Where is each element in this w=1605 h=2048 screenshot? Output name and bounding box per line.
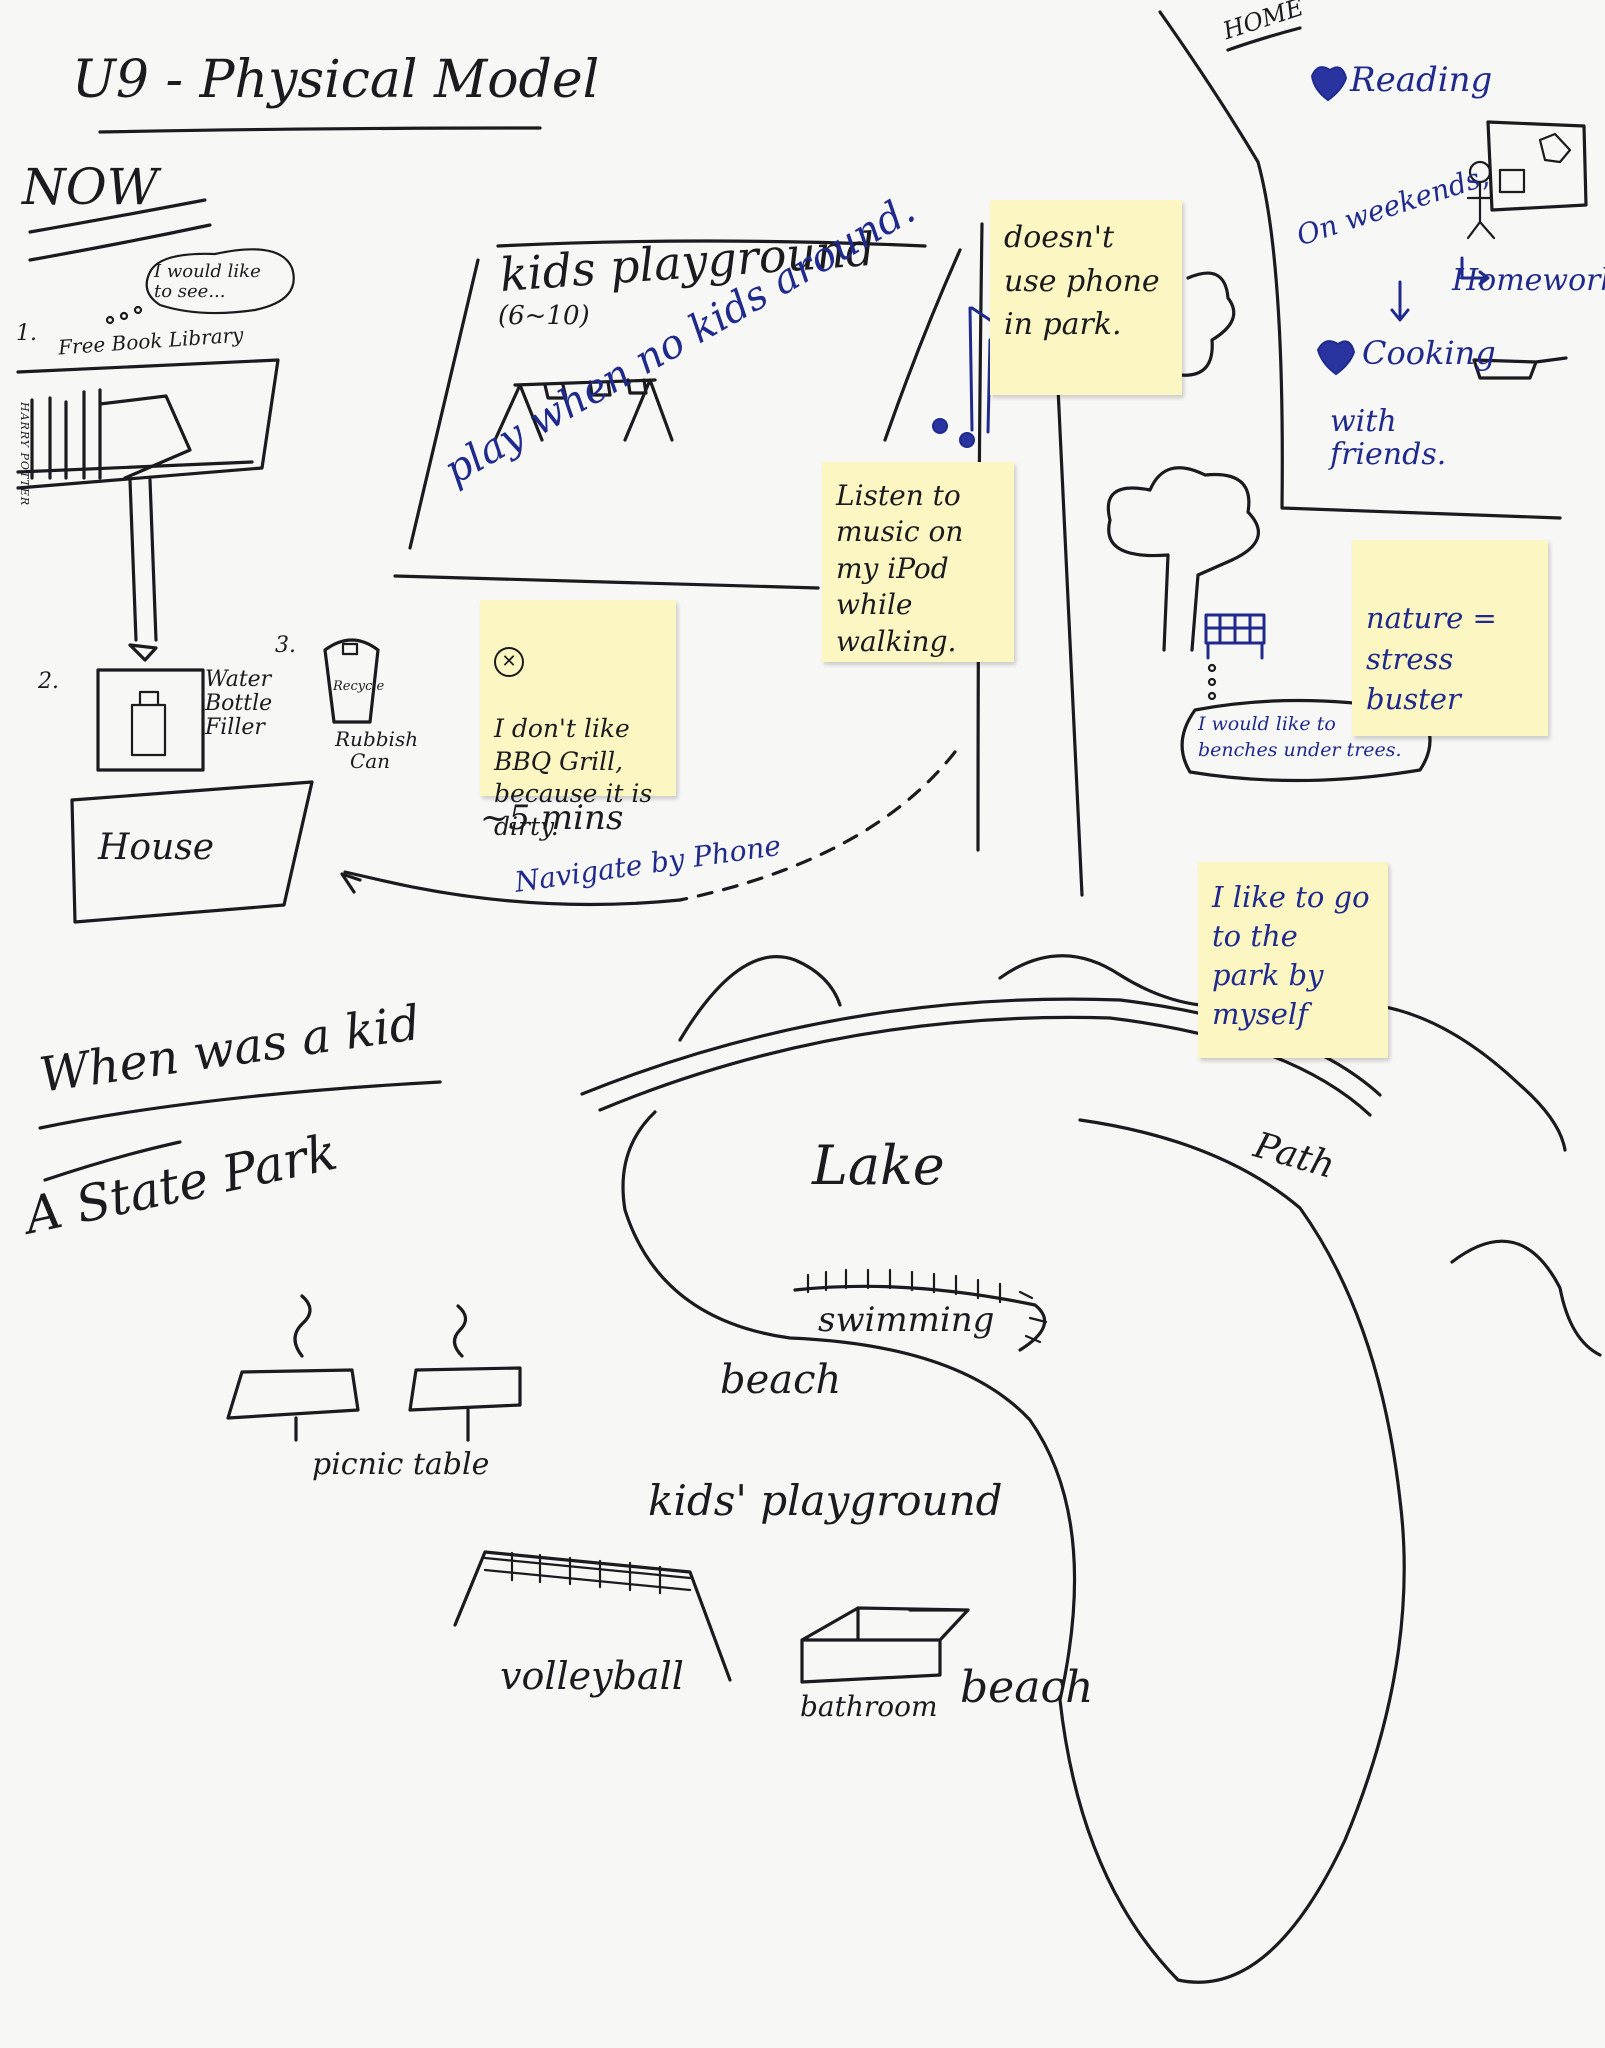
section-now: NOW	[22, 158, 159, 216]
sticky-nature: nature = stress buster	[1352, 540, 1548, 736]
music-note-head	[932, 418, 948, 434]
heart-icon	[1310, 66, 1348, 102]
volleyball-label: volleyball	[500, 1654, 684, 1698]
thought-bubble-text: I would like to see...	[154, 261, 261, 302]
benches-bubble-text: I would like to benches under trees.	[1198, 713, 1402, 761]
homework-label: Homework	[1452, 263, 1605, 298]
dot-trail	[1207, 663, 1217, 673]
rubbish-can-label: Rubbish Can	[335, 727, 419, 773]
friends-label: with friends.	[1330, 404, 1447, 472]
sticky-music: Listen to music on my iPod while walking…	[822, 462, 1014, 662]
speaker-icon	[1538, 132, 1572, 164]
nav-dashed-curve	[678, 750, 957, 902]
smoke-2	[452, 1304, 468, 1358]
rubbish-can-icon	[323, 638, 380, 724]
tv-box-icon	[1498, 168, 1526, 194]
playground-top	[496, 239, 927, 248]
thought-dot	[133, 305, 143, 315]
library-arrow	[128, 643, 158, 662]
house-outline	[70, 780, 314, 924]
swimming-posts	[806, 1268, 1048, 1344]
volleyball-net	[453, 1550, 732, 1682]
now-underline	[28, 198, 207, 234]
sticky-bbq: ✕ I don't like BBQ Grill, because it is …	[480, 600, 676, 841]
thought-dot-3	[105, 315, 115, 325]
kid-underline-2	[43, 1140, 182, 1182]
beach-top-label: beach	[720, 1357, 842, 1403]
home-underline	[1226, 26, 1302, 52]
sticky-myself: I like to go to the park by myself	[1198, 862, 1388, 1058]
person-stick-icon	[1466, 180, 1496, 240]
library-shelf	[16, 460, 254, 474]
x-circle-icon: ✕	[494, 646, 524, 677]
bench-legs	[1206, 613, 1264, 660]
title-underline	[98, 126, 542, 134]
music-note-head-2	[959, 432, 975, 448]
home-boundary	[1158, 10, 1562, 520]
hills	[678, 954, 1602, 1357]
playground-left	[408, 258, 480, 550]
bathroom-label: bathroom	[800, 1690, 938, 1723]
books-icon	[30, 388, 192, 480]
beach-bottom-label: beach	[960, 1662, 1094, 1713]
playground-right	[883, 248, 962, 442]
person-head-icon	[1468, 160, 1492, 184]
path-line-right	[1056, 386, 1084, 897]
volleyball-net-top	[483, 1551, 692, 1595]
reading-label: Reading	[1350, 60, 1493, 100]
now-underline-2	[28, 223, 212, 262]
swimming-zone	[793, 1284, 1047, 1352]
benches-bubble	[1180, 698, 1432, 783]
bathroom-icon	[800, 1606, 970, 1684]
marker-2: 2.	[38, 669, 59, 694]
sticky-phone: doesn't use phone in park.	[990, 200, 1182, 395]
playground-age: (6~10)	[498, 301, 590, 331]
house-label: House	[98, 827, 215, 868]
recycle-label: Recycle	[333, 679, 385, 694]
dot-trail-2	[1207, 677, 1217, 687]
heart-icon-2	[1316, 340, 1356, 376]
swimming-label: swimming	[818, 1300, 995, 1340]
kids-playground-label: kids' playground	[648, 1476, 1003, 1525]
homework-arrow	[1460, 256, 1490, 286]
swing-set-icon	[493, 378, 674, 442]
dot-trail-3	[1207, 691, 1217, 701]
bush-icon	[1178, 271, 1236, 377]
pan-icon	[1472, 356, 1568, 380]
picnic-table-1	[226, 1368, 360, 1442]
rubbish-can-lid	[341, 642, 359, 656]
kid-underline	[38, 1080, 442, 1130]
thought-dot-2	[119, 311, 129, 321]
music-note-icon	[968, 306, 992, 434]
nav-route-curve	[343, 870, 682, 907]
lake-label: Lake	[812, 1134, 945, 1197]
tree-icon	[1106, 466, 1260, 652]
path-line-lower	[598, 1015, 1372, 1117]
cooking-label: Cooking	[1362, 334, 1496, 372]
duration-label: ~5 mins	[480, 799, 623, 837]
picnic-table-label: picnic table	[312, 1447, 490, 1482]
library-outline	[16, 358, 280, 490]
water-filler-box	[96, 668, 205, 772]
tv-screen-icon	[1486, 120, 1588, 212]
thought-bubble	[145, 248, 295, 315]
smoke-1	[293, 1294, 312, 1358]
library-post	[128, 478, 158, 642]
marker-3: 3.	[275, 633, 296, 658]
sticky-bbq-text: I don't like BBQ Grill, because it is di…	[494, 714, 653, 841]
playground-bottom	[393, 574, 820, 590]
water-filler-label: Water Bottle Filler	[205, 667, 273, 741]
picnic-table-2	[408, 1366, 522, 1442]
cooking-arrow	[1390, 280, 1410, 322]
nav-arrowhead	[340, 872, 362, 894]
lake-outline	[621, 1110, 1406, 1984]
book-spine-label: HARRY POTTER	[18, 402, 32, 507]
marker-1: 1.	[16, 321, 37, 346]
bottle-icon	[130, 690, 167, 757]
page-title: U9 - Physical Model	[72, 50, 600, 110]
